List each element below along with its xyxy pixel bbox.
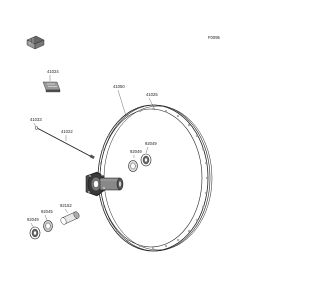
label-41025: 41025 <box>146 92 158 97</box>
wheel-hub[interactable] <box>85 171 124 197</box>
label-92049-seal: 92049 <box>130 149 142 154</box>
label-41050: 41050 <box>113 84 125 89</box>
bearing-right[interactable] <box>140 153 152 167</box>
label-92045: 92045 <box>41 209 53 214</box>
part-41024-tag[interactable]: 41024 <box>42 69 61 93</box>
label-92049-left: 92049 <box>27 217 39 222</box>
rim-spoke-holes <box>97 107 209 250</box>
collar[interactable] <box>43 220 53 232</box>
spacer-tube[interactable] <box>60 211 81 226</box>
bearing-seal-right[interactable] <box>128 160 138 172</box>
kit-package-icon <box>26 35 45 50</box>
exploded-wheel-diagram: F0095 41024 41050 41025 41033 41022 <box>26 35 221 252</box>
drawing-code: F0095 <box>208 35 221 40</box>
label-92152: 92152 <box>60 203 72 208</box>
bearing-left[interactable] <box>29 226 41 240</box>
label-41022: 41022 <box>61 129 73 134</box>
parts-diagram: F0095 41024 41050 41025 41033 41022 <box>26 35 221 252</box>
label-92049-right: 92049 <box>145 141 157 146</box>
label-41033: 41033 <box>30 117 42 122</box>
spoke-rod[interactable] <box>34 126 95 159</box>
label-41024: 41024 <box>47 69 59 74</box>
